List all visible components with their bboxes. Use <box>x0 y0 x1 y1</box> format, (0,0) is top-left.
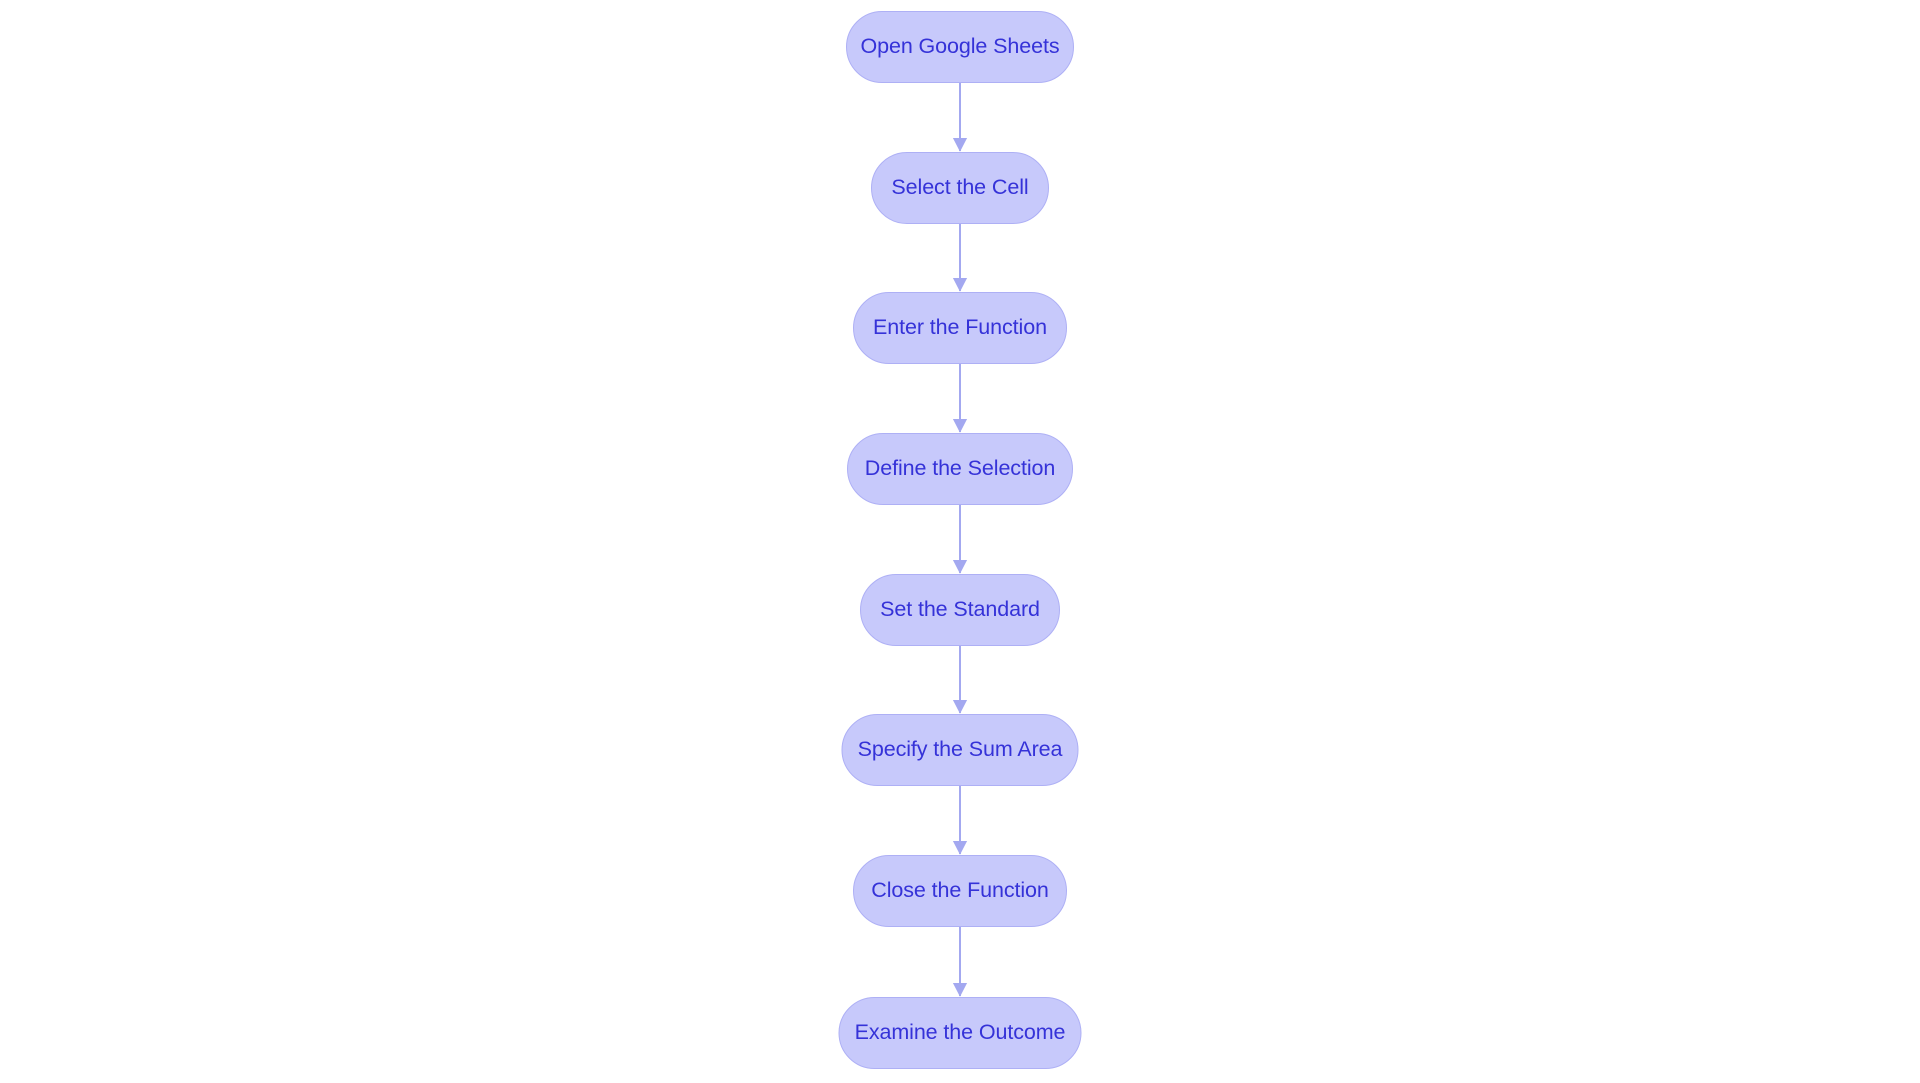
flow-node-label: Set the Standard <box>880 597 1040 622</box>
flow-node-label: Examine the Outcome <box>854 1020 1066 1045</box>
flow-node-label: Define the Selection <box>864 456 1056 481</box>
flow-node-n7[interactable]: Close the Function <box>853 855 1067 927</box>
flow-node-label: Specify the Sum Area <box>857 737 1063 762</box>
flow-node-n1[interactable]: Open Google Sheets <box>846 11 1074 83</box>
flow-node-label: Open Google Sheets <box>860 34 1060 59</box>
flow-node-n2[interactable]: Select the Cell <box>871 152 1049 224</box>
flow-node-n8[interactable]: Examine the Outcome <box>838 997 1082 1069</box>
flow-node-n4[interactable]: Define the Selection <box>847 433 1073 505</box>
flow-node-n6[interactable]: Specify the Sum Area <box>841 714 1079 786</box>
flow-node-n5[interactable]: Set the Standard <box>860 574 1060 646</box>
flow-node-label: Close the Function <box>871 878 1049 903</box>
flow-node-label: Enter the Function <box>873 315 1047 340</box>
flow-node-n3[interactable]: Enter the Function <box>853 292 1067 364</box>
flow-node-label: Select the Cell <box>891 175 1029 200</box>
